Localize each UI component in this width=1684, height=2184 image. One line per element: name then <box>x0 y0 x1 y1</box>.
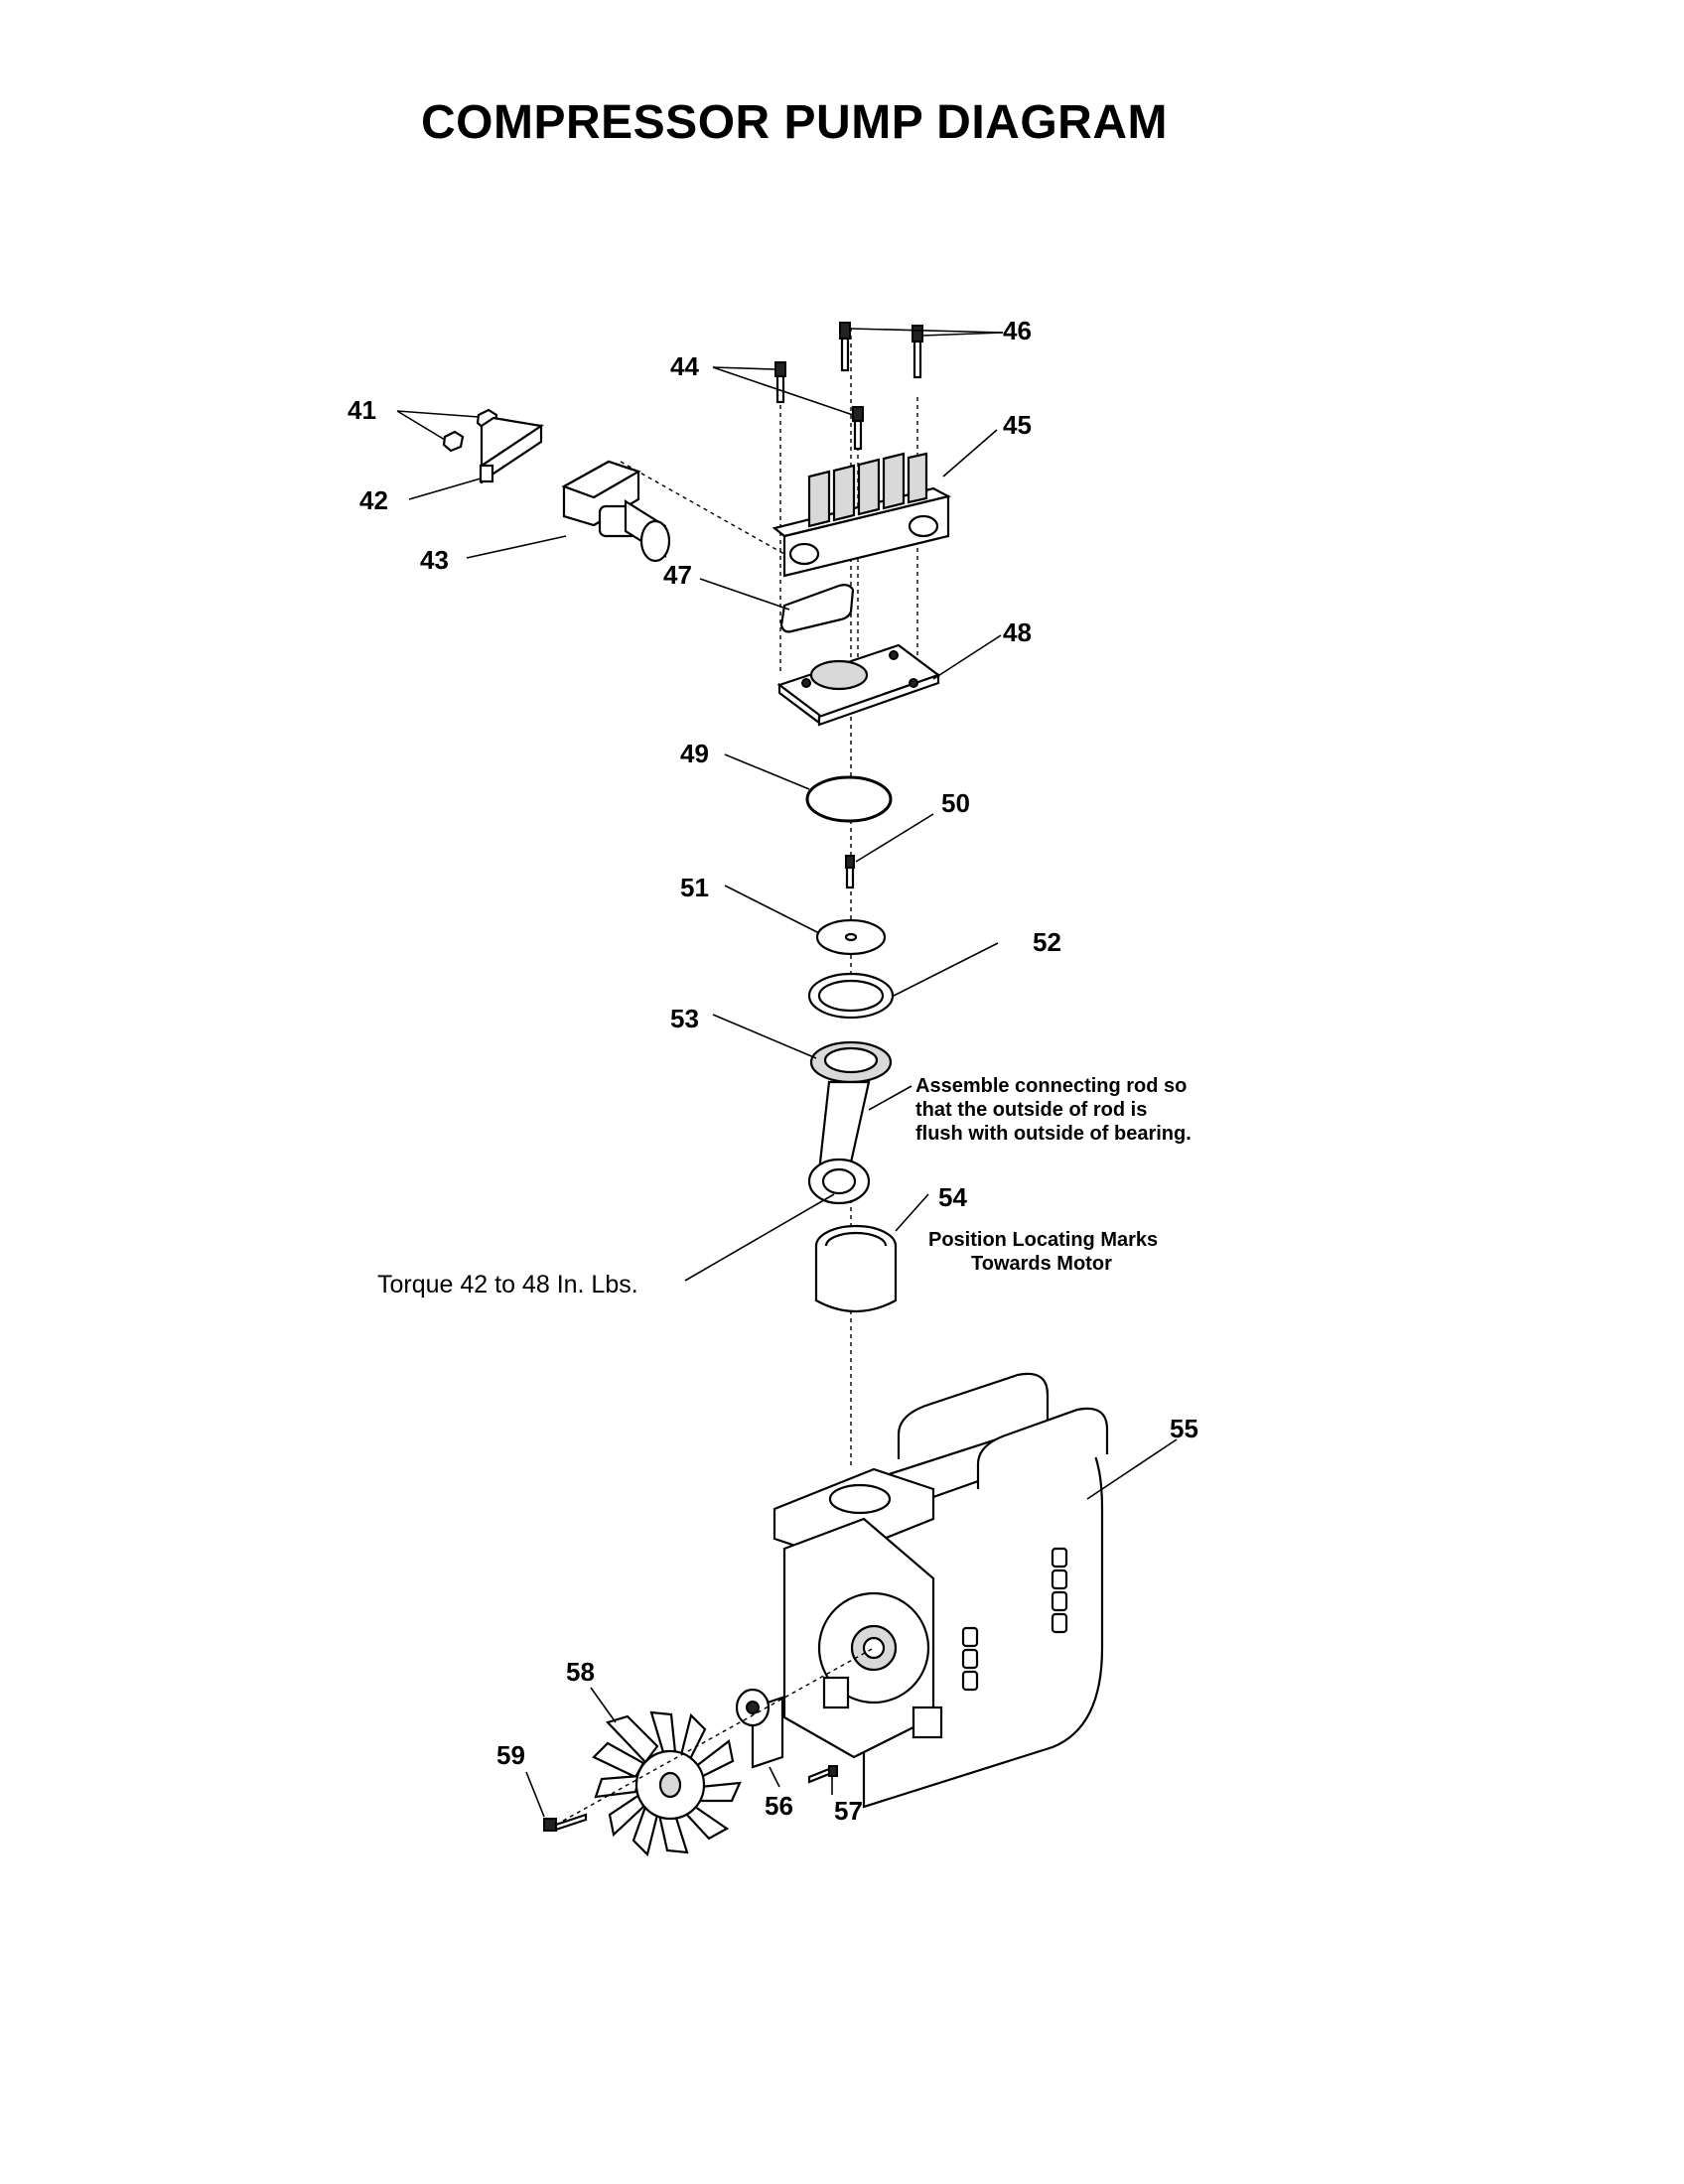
label-46: 46 <box>1003 316 1032 345</box>
part-55-motor <box>772 1372 1109 1809</box>
part-48-valve-plate <box>776 643 941 727</box>
part-52-ring <box>807 972 895 1020</box>
part-50-screw <box>845 855 855 889</box>
page-title: COMPRESSOR PUMP DIAGRAM <box>420 96 1168 149</box>
part-59-bolt <box>543 1813 588 1832</box>
torque-note: Torque 42 to 48 In. Lbs. <box>377 1271 638 1298</box>
label-45: 45 <box>1003 410 1032 440</box>
label-54: 54 <box>938 1182 967 1212</box>
part-58-fan <box>592 1710 742 1857</box>
label-57: 57 <box>834 1796 863 1826</box>
label-44: 44 <box>670 351 699 381</box>
part-47-gasket <box>779 584 855 633</box>
marks-note-line-1: Position Locating Marks <box>928 1229 1158 1251</box>
rod-note-line-3: flush with outside of bearing. <box>915 1123 1192 1145</box>
label-49: 49 <box>680 739 709 768</box>
label-42: 42 <box>359 485 388 515</box>
part-51-disc <box>815 918 887 956</box>
label-43: 43 <box>420 545 449 575</box>
label-48: 48 <box>1003 617 1032 647</box>
label-47: 47 <box>663 560 692 590</box>
fan-axis <box>555 1647 875 1826</box>
part-53-connecting-rod <box>807 1040 893 1205</box>
rod-note-line-2: that the outside of rod is <box>915 1099 1147 1121</box>
part-46-bolts <box>839 322 923 379</box>
rod-note-line-1: Assemble connecting rod so <box>915 1075 1187 1097</box>
part-45-cylinder-head <box>772 452 952 578</box>
motor-vents <box>961 1547 1068 1692</box>
part-49-o-ring <box>805 775 893 823</box>
label-41: 41 <box>348 395 376 425</box>
part-44-bolts <box>774 361 864 451</box>
marks-note-line-2: Towards Motor <box>971 1253 1112 1275</box>
label-59: 59 <box>496 1740 525 1770</box>
label-53: 53 <box>670 1004 699 1033</box>
part-56-crank <box>735 1688 784 1769</box>
label-55: 55 <box>1170 1414 1198 1443</box>
label-52: 52 <box>1033 927 1061 957</box>
leader-lines <box>396 328 1178 1818</box>
label-56: 56 <box>765 1791 793 1821</box>
part-41-screws <box>442 408 498 453</box>
label-50: 50 <box>941 788 970 818</box>
part-54-bearing <box>814 1224 898 1313</box>
label-51: 51 <box>680 873 709 902</box>
part-42-plate <box>479 416 544 484</box>
part-57-screw <box>807 1765 838 1784</box>
label-58: 58 <box>566 1657 595 1687</box>
tube-guide <box>620 461 815 572</box>
part-43-intake-tube <box>561 460 671 563</box>
